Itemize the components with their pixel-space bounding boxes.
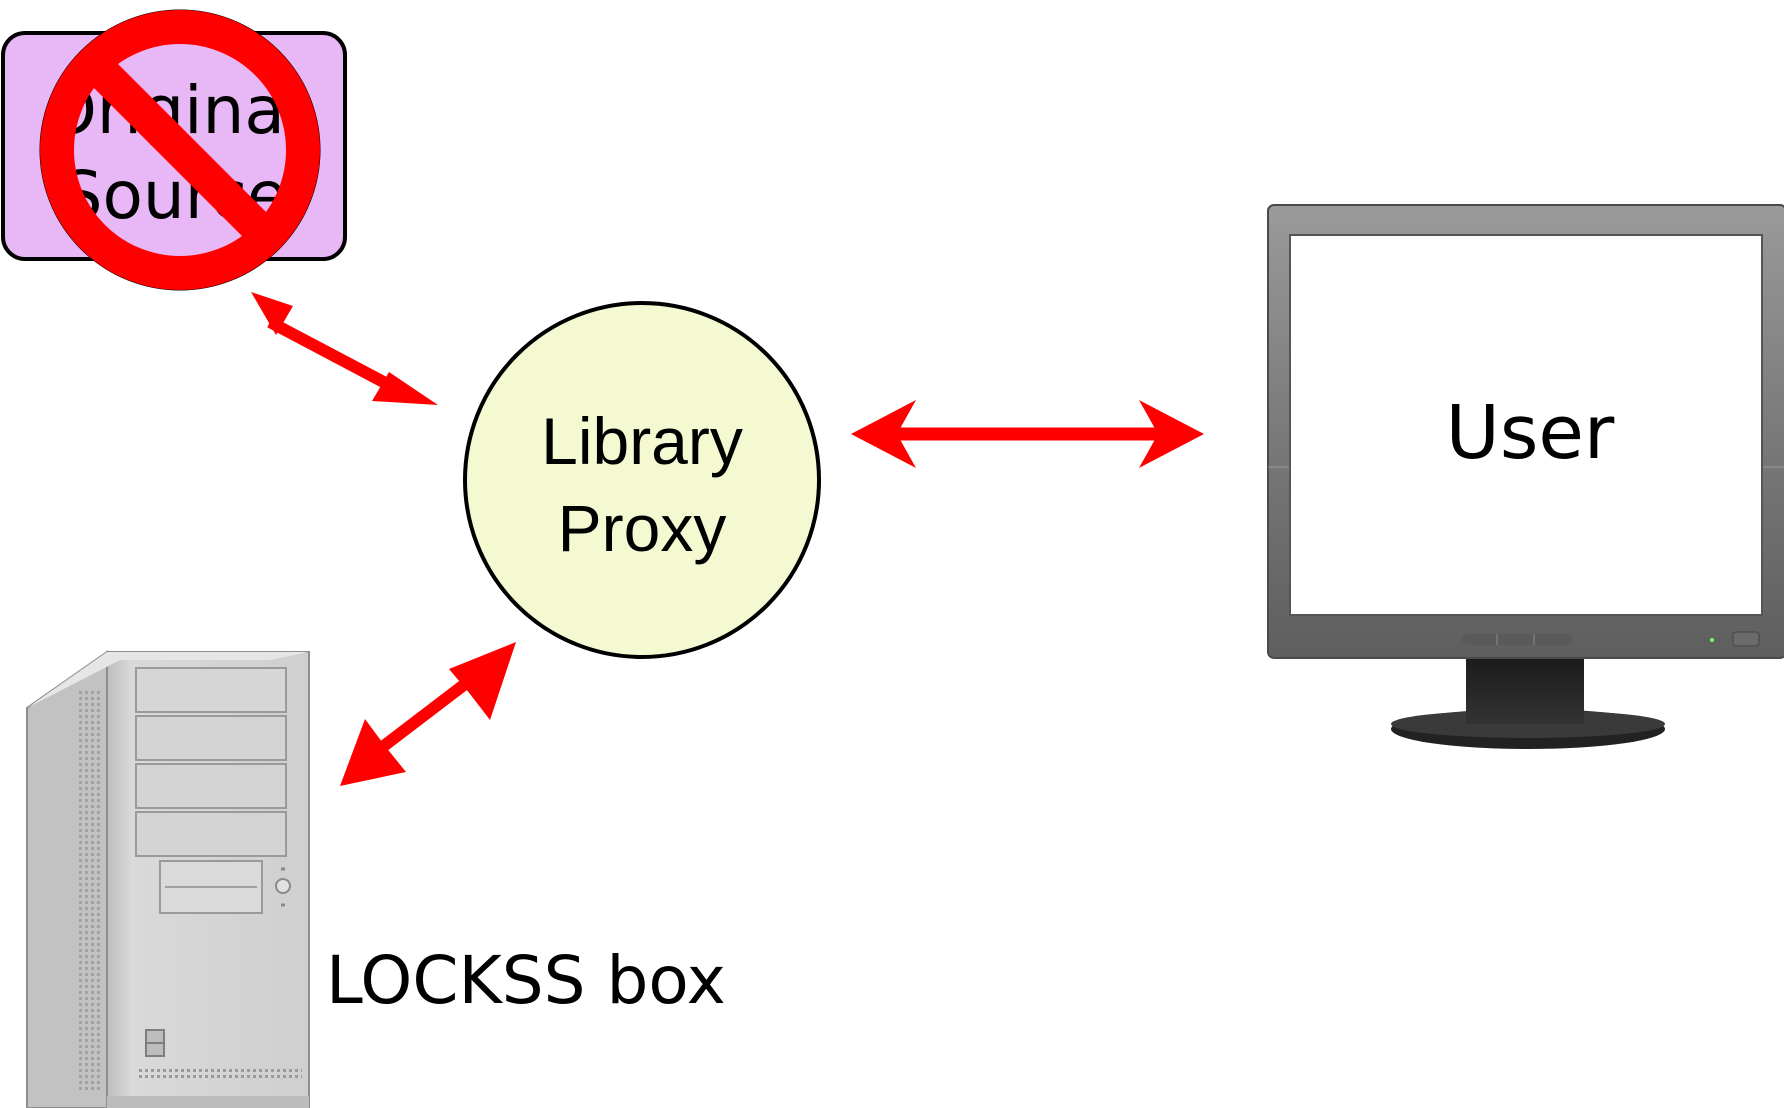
library-proxy-node: Library Proxy <box>463 301 821 659</box>
library-proxy-label-line1: Library <box>541 404 743 478</box>
arrow-proxy-user <box>851 400 1204 468</box>
lockss-box-label: LOCKSS box <box>326 942 726 1019</box>
original-source-node: Original Source <box>1 9 347 291</box>
tower-computer-icon <box>26 650 310 1108</box>
user-label: User <box>1446 390 1615 476</box>
arrow-proxy-lockss <box>340 642 516 786</box>
arrow-source-proxy <box>251 292 438 405</box>
monitor-screen <box>1289 234 1763 616</box>
library-proxy-circle <box>463 301 821 659</box>
prohibition-sign-icon <box>39 9 321 291</box>
computer-monitor-icon: User <box>1267 204 1784 749</box>
library-proxy-label-line2: Proxy <box>558 491 727 565</box>
